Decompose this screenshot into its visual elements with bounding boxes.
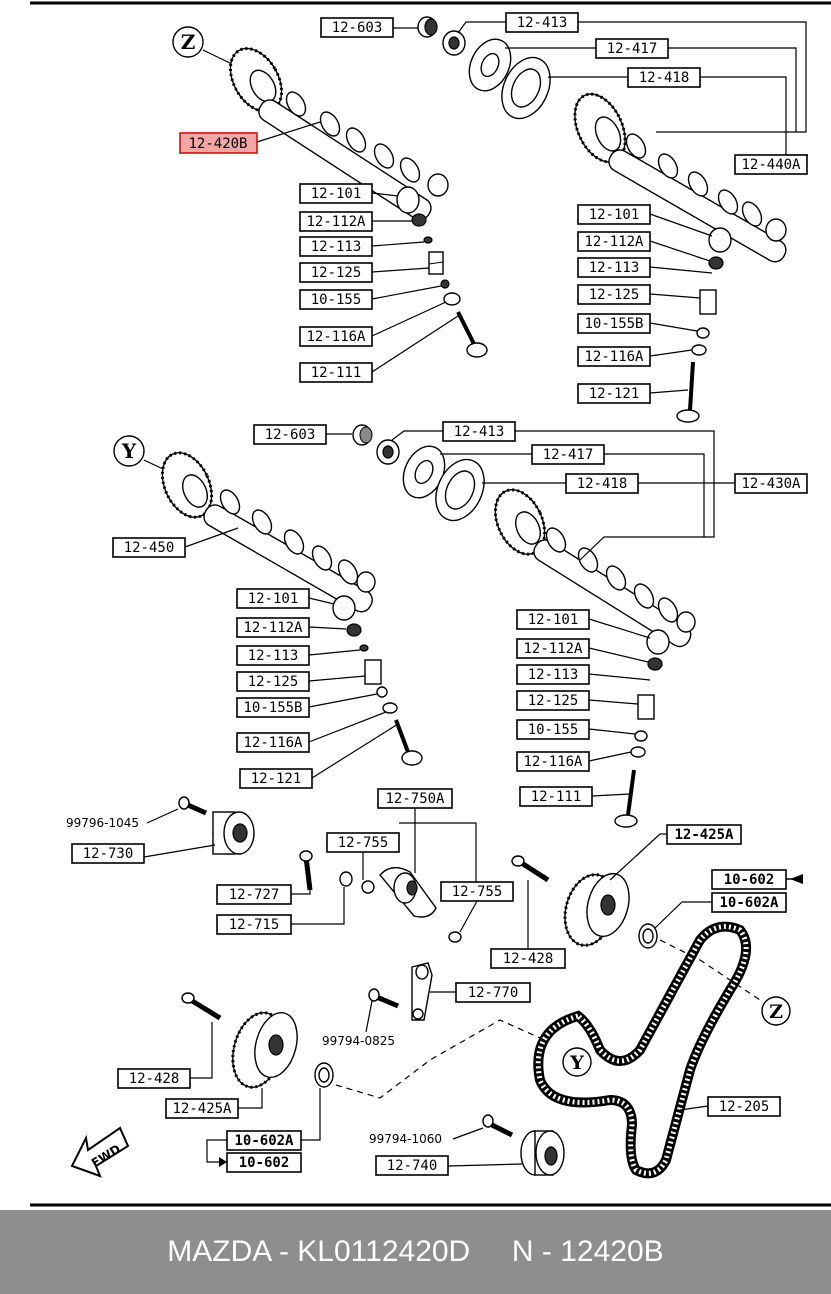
part-label-10-602-left[interactable]: 10-602 bbox=[239, 1155, 290, 1171]
marker-y-mid: Y bbox=[113, 435, 166, 471]
part-label-12-125-tl[interactable]: 12-125 bbox=[311, 265, 362, 281]
part-label-12-418-mid[interactable]: 12-418 bbox=[577, 476, 628, 492]
part-label-12-417-mid[interactable]: 12-417 bbox=[543, 447, 594, 463]
part-label-10-155B-tr[interactable]: 10-155B bbox=[584, 316, 643, 332]
tensioner-12-750A bbox=[299, 850, 462, 943]
part-label-10-155-mr[interactable]: 10-155 bbox=[528, 722, 579, 738]
valve-train-mid-left bbox=[332, 595, 423, 766]
part-label-12-116A-ml[interactable]: 12-116A bbox=[243, 735, 303, 751]
part-label-12-603-top[interactable]: 12-603 bbox=[332, 20, 383, 36]
part-label-12-730[interactable]: 12-730 bbox=[83, 846, 134, 862]
marker-z-top: Z bbox=[172, 26, 233, 65]
part-label-12-116A-tr[interactable]: 12-116A bbox=[584, 349, 644, 365]
part-label-12-125-mr[interactable]: 12-125 bbox=[528, 693, 579, 709]
sprocket-12-425A-left bbox=[181, 992, 334, 1089]
camshaft-mid-right bbox=[493, 488, 696, 648]
camshaft-mid-left bbox=[160, 451, 376, 613]
part-label-99796-1045[interactable]: 99796-1045 bbox=[66, 816, 139, 830]
sprocket-12-425A-right bbox=[511, 855, 658, 949]
plate-12-418-mid bbox=[435, 458, 485, 522]
part-label-12-428-right[interactable]: 12-428 bbox=[503, 951, 554, 967]
part-label-12-125-ml[interactable]: 12-125 bbox=[248, 674, 299, 690]
highlight-box-12-420B bbox=[179, 132, 258, 154]
svg-text:Y: Y bbox=[569, 1052, 584, 1074]
part-label-12-770[interactable]: 12-770 bbox=[468, 985, 519, 1001]
part-label-12-112A-tl[interactable]: 12-112A bbox=[306, 214, 366, 230]
part-label-12-112A-ml[interactable]: 12-112A bbox=[243, 620, 303, 636]
valve-train-top-left bbox=[396, 186, 488, 358]
part-label-12-440A[interactable]: 12-440A bbox=[741, 157, 801, 173]
part-label-12-121-tr[interactable]: 12-121 bbox=[589, 386, 640, 402]
part-label-12-101-mr[interactable]: 12-101 bbox=[528, 612, 579, 628]
part-label-12-715[interactable]: 12-715 bbox=[229, 917, 280, 933]
part-label-12-727[interactable]: 12-727 bbox=[229, 887, 280, 903]
part-label-12-116A-tl[interactable]: 12-116A bbox=[306, 329, 366, 345]
valve-train-top-right bbox=[676, 227, 732, 423]
part-label-12-425A-right[interactable]: 12-425A bbox=[674, 827, 734, 843]
part-label-10-602-right[interactable]: 10-602 bbox=[724, 872, 775, 888]
footer-caption-bar: MAZDA - KL0112420D N - 12420B bbox=[0, 1210, 831, 1294]
part-label-12-205[interactable]: 12-205 bbox=[719, 1099, 770, 1115]
part-label-12-113-tr[interactable]: 12-113 bbox=[589, 260, 640, 276]
part-label-12-113-ml[interactable]: 12-113 bbox=[248, 648, 299, 664]
svg-text:Z: Z bbox=[181, 30, 196, 54]
part-label-12-418-top[interactable]: 12-418 bbox=[639, 70, 690, 86]
part-label-12-413-top[interactable]: 12-413 bbox=[517, 15, 568, 31]
seal-12-603-mid bbox=[352, 424, 373, 446]
part-label-12-111-mr[interactable]: 12-111 bbox=[531, 789, 582, 805]
nut-12-413-mid bbox=[376, 439, 400, 465]
part-label-12-101-ml[interactable]: 12-101 bbox=[248, 591, 299, 607]
part-label-10-602A-left[interactable]: 10-602A bbox=[234, 1133, 294, 1149]
idler-pulley-12-740 bbox=[482, 1114, 565, 1176]
part-label-12-425A-left[interactable]: 12-425A bbox=[172, 1101, 232, 1117]
valve-train-mid-right bbox=[614, 629, 670, 828]
marker-z-belt: Z bbox=[761, 996, 791, 1026]
part-label-10-155-tl[interactable]: 10-155 bbox=[311, 292, 362, 308]
timing-belt-12-205 bbox=[533, 921, 751, 1179]
part-label-99794-0825[interactable]: 99794-0825 bbox=[322, 1034, 395, 1048]
exploded-parts-diagram: Z bbox=[30, 1, 831, 1207]
part-label-12-413-mid[interactable]: 12-413 bbox=[454, 424, 505, 440]
part-label-10-602A-right[interactable]: 10-602A bbox=[719, 895, 779, 911]
svg-text:Z: Z bbox=[769, 1001, 783, 1023]
bracket-12-770 bbox=[368, 962, 433, 1021]
part-label-12-603-mid[interactable]: 12-603 bbox=[265, 427, 316, 443]
forward-arrow-icon: FWD bbox=[70, 1126, 130, 1178]
seal-12-603-top bbox=[417, 16, 438, 38]
part-label-12-450[interactable]: 12-450 bbox=[124, 540, 175, 556]
part-label-12-755-b[interactable]: 12-755 bbox=[452, 884, 503, 900]
part-label-12-420B[interactable]: 12-420B bbox=[188, 136, 247, 152]
part-label-12-113-mr[interactable]: 12-113 bbox=[528, 667, 579, 683]
washer-12-417-top bbox=[468, 38, 512, 92]
part-label-12-740[interactable]: 12-740 bbox=[387, 1158, 438, 1174]
part-label-12-112A-mr[interactable]: 12-112A bbox=[523, 641, 583, 657]
part-label-10-155B-ml[interactable]: 10-155B bbox=[243, 700, 302, 716]
part-label-12-111-tl[interactable]: 12-111 bbox=[311, 365, 362, 381]
footer-part-number: MAZDA - KL0112420D bbox=[167, 1235, 471, 1268]
part-label-12-113-tl[interactable]: 12-113 bbox=[311, 239, 362, 255]
plate-12-418-top bbox=[501, 56, 551, 120]
part-label-12-430A[interactable]: 12-430A bbox=[741, 476, 801, 492]
part-label-12-417-top[interactable]: 12-417 bbox=[607, 41, 658, 57]
part-label-12-101-tl[interactable]: 12-101 bbox=[311, 186, 362, 202]
part-label-12-101-tr[interactable]: 12-101 bbox=[589, 207, 640, 223]
part-label-12-125-tr[interactable]: 12-125 bbox=[589, 287, 640, 303]
svg-text:Y: Y bbox=[121, 439, 137, 463]
part-label-12-755-a[interactable]: 12-755 bbox=[338, 835, 389, 851]
nut-12-413-top bbox=[442, 30, 466, 56]
camshaft-top-left bbox=[228, 47, 449, 221]
footer-reference: N - 12420B bbox=[511, 1235, 664, 1268]
camshaft-top-right bbox=[573, 92, 787, 263]
part-label-12-112A-tr[interactable]: 12-112A bbox=[584, 234, 644, 250]
part-label-12-750A[interactable]: 12-750A bbox=[385, 791, 445, 807]
part-label-99794-1060[interactable]: 99794-1060 bbox=[369, 1132, 442, 1146]
marker-y-belt: Y bbox=[562, 1047, 592, 1077]
idler-pulley-12-730 bbox=[178, 796, 255, 855]
part-label-12-428-left[interactable]: 12-428 bbox=[129, 1071, 180, 1087]
part-label-12-121-ml[interactable]: 12-121 bbox=[251, 771, 302, 787]
part-label-12-116A-mr[interactable]: 12-116A bbox=[523, 754, 583, 770]
